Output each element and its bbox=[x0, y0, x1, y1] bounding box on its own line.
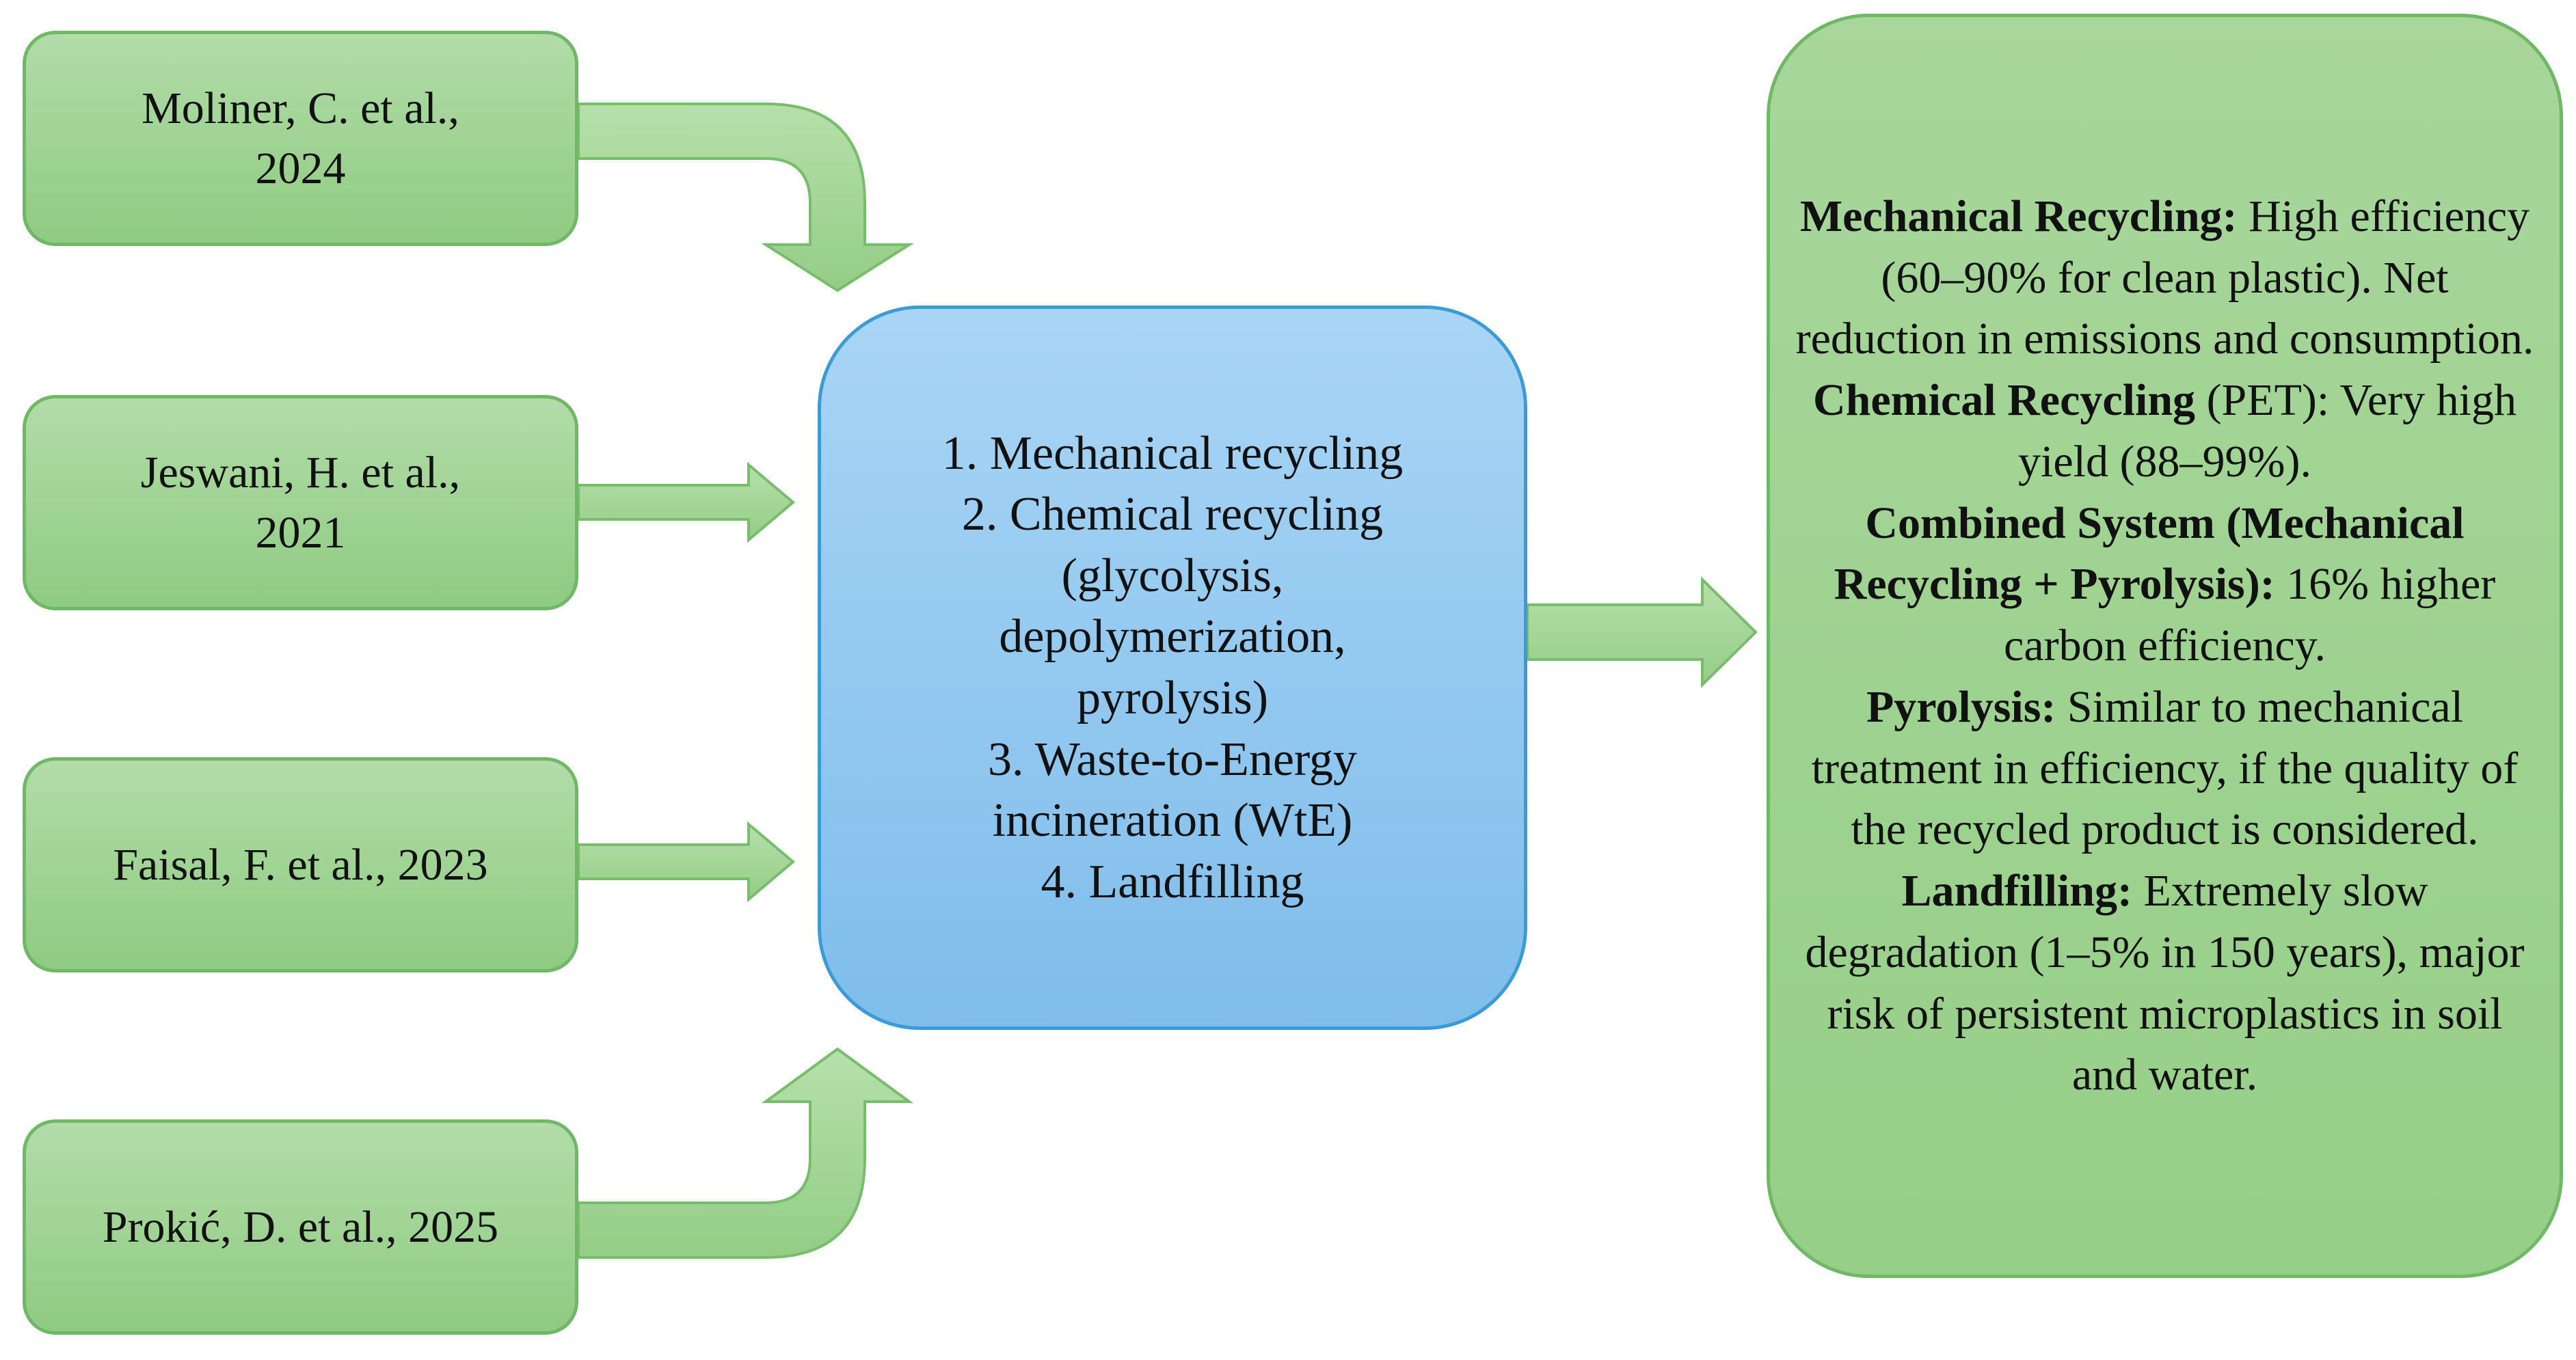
methods-box: 1. Mechanical recycling 2. Chemical recy… bbox=[818, 305, 1527, 1030]
methods-list: 1. Mechanical recycling 2. Chemical recy… bbox=[915, 423, 1430, 913]
method-wte-line1: 3. Waste-to-Energy bbox=[988, 733, 1357, 786]
findings-box: Mechanical Recycling: High efficiency (6… bbox=[1767, 14, 2563, 1278]
source-moliner-line2: 2024 bbox=[255, 143, 346, 193]
finding-pyrolysis: Pyrolysis: Similar to mechanical treatme… bbox=[1792, 677, 2538, 860]
method-chemical-line3: depolymerization, bbox=[999, 610, 1346, 664]
finding-chemical: Chemical Recycling (PET): Very high yiel… bbox=[1792, 370, 2538, 493]
arrow-moliner-to-methods bbox=[577, 103, 914, 293]
finding-landfilling: Landfilling: Extremely slow degradation … bbox=[1792, 860, 2538, 1106]
arrow-jeswani-to-methods bbox=[577, 461, 796, 543]
finding-pyrolysis-title: Pyrolysis: bbox=[1866, 681, 2056, 732]
finding-chemical-text: (PET): Very high yield (88–99%). bbox=[2018, 375, 2517, 487]
finding-mechanical: Mechanical Recycling: High efficiency (6… bbox=[1792, 186, 2538, 370]
finding-combined-text: 16% higher carbon efficiency. bbox=[2004, 559, 2496, 671]
finding-mechanical-title: Mechanical Recycling: bbox=[1799, 191, 2238, 241]
method-chemical-line1: 2. Chemical recycling bbox=[961, 488, 1384, 541]
source-box-prokic: Prokić, D. et al., 2025 bbox=[23, 1119, 578, 1335]
arrow-faisal-to-methods bbox=[577, 821, 796, 903]
method-chemical-line2: (glycolysis, bbox=[1061, 549, 1284, 602]
finding-landfilling-text: Extremely slow degradation (1–5% in 150 … bbox=[1805, 866, 2525, 1100]
finding-pyrolysis-text: Similar to mechanical treatment in effic… bbox=[1811, 681, 2519, 855]
source-box-jeswani: Jeswani, H. et al., 2021 bbox=[23, 395, 578, 610]
source-prokic-line1: Prokić, D. et al., 2025 bbox=[102, 1201, 499, 1252]
finding-mechanical-text: High efficiency (60–90% for clean plasti… bbox=[1795, 191, 2534, 364]
source-box-faisal: Faisal, F. et al., 2023 bbox=[23, 757, 578, 973]
finding-combined: Combined System (Mechanical Recycling + … bbox=[1792, 493, 2538, 677]
finding-combined-title: Combined System (Mechanical Recycling + … bbox=[1834, 498, 2465, 610]
finding-landfilling-title: Landfilling: bbox=[1901, 866, 2132, 916]
arrow-methods-to-findings bbox=[1526, 576, 1758, 688]
source-faisal-line1: Faisal, F. et al., 2023 bbox=[113, 839, 488, 890]
method-mechanical: 1. Mechanical recycling bbox=[941, 426, 1404, 480]
method-chemical-line4: pyrolysis) bbox=[1077, 672, 1268, 724]
source-box-moliner: Moliner, C. et al., 2024 bbox=[23, 31, 578, 246]
source-jeswani-line2: 2021 bbox=[255, 507, 346, 558]
arrow-prokic-to-methods bbox=[577, 1047, 914, 1259]
source-moliner-line1: Moliner, C. et al., bbox=[142, 83, 459, 134]
method-landfilling: 4. Landfilling bbox=[1041, 855, 1304, 908]
source-jeswani-line1: Jeswani, H. et al., bbox=[140, 448, 461, 498]
method-wte-line2: incineration (WtE) bbox=[992, 794, 1353, 847]
finding-chemical-title: Chemical Recycling bbox=[1813, 375, 2196, 426]
